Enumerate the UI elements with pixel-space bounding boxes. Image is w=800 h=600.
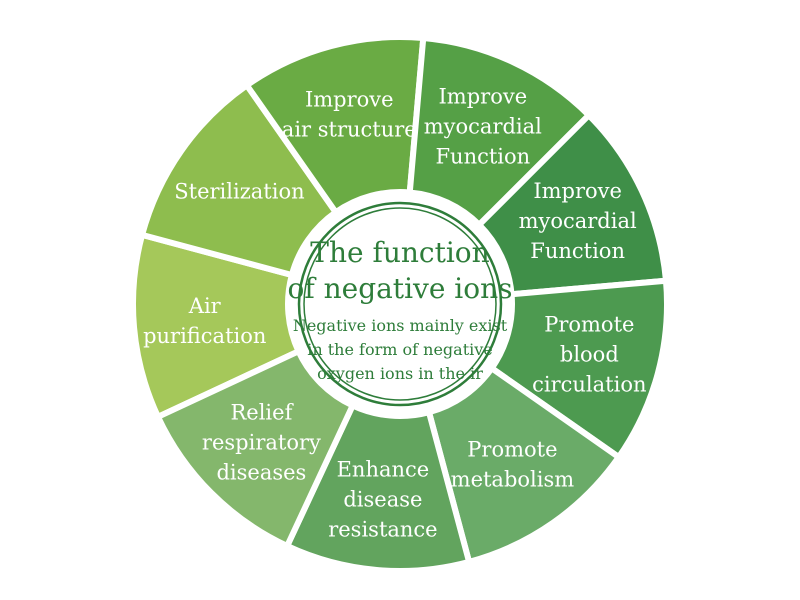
segment-label-line: myocardial — [424, 114, 542, 138]
center-ring-outer — [297, 201, 503, 407]
center-subtitle-line: in the form of negative — [307, 340, 493, 359]
segment-3 — [243, 34, 427, 216]
segment-label-line: circulation — [532, 373, 646, 397]
segment-4 — [406, 35, 592, 228]
segment-label-line: resistance — [328, 517, 437, 541]
segment-label-line: Air — [188, 294, 222, 318]
segment-label-line: Function — [530, 239, 625, 263]
center-subtitle: Negative ions mainly exist in the form of… — [293, 316, 508, 383]
segment-label-line: metabolism — [451, 468, 575, 492]
segment-label-line: Relief — [230, 401, 294, 425]
segment-label-line: purification — [143, 324, 266, 348]
center-ring-inner — [303, 207, 497, 401]
segment-label-6: Promote blood circulation — [532, 313, 646, 397]
segments-layer: Air purification Sterilization Improve air s… — [127, 31, 673, 577]
segment-8 — [284, 402, 473, 574]
segment-label-line: Promote — [467, 438, 557, 462]
segment-label-line: Enhance — [337, 457, 430, 481]
segment-label-line: Promote — [544, 313, 634, 337]
segment-label-line: Improve — [439, 84, 528, 108]
center-subtitle-line: oxygen ions in the ir — [317, 364, 483, 383]
center-title-line: of negative ions — [287, 272, 512, 305]
outer-rim — [127, 31, 673, 577]
segment-label-line: Function — [435, 144, 530, 168]
segment-label-line: disease — [343, 487, 422, 511]
segment-label-line: Sterilization — [174, 180, 304, 204]
segment-label-line: blood — [560, 343, 619, 367]
segment-6 — [488, 277, 670, 461]
segment-7 — [425, 365, 622, 565]
segment-label-line: Improve — [533, 179, 622, 203]
center-subtitle-line: Negative ions mainly exist — [293, 316, 508, 335]
segment-label-3: Improve air structure — [282, 88, 417, 142]
segment-9 — [155, 348, 356, 549]
center-title-line: The function — [310, 236, 489, 269]
segment-2 — [139, 82, 339, 279]
segment-label-2: Sterilization — [174, 180, 304, 204]
segment-label-7: Promote metabolism — [451, 438, 575, 492]
segment-label-line: air structure — [282, 118, 417, 142]
segment-label-line: myocardial — [519, 209, 637, 233]
segment-1 — [130, 231, 302, 420]
segment-5 — [476, 112, 669, 298]
segment-label-line: Improve — [305, 88, 394, 112]
segment-label-1: Air purification — [143, 294, 266, 348]
segment-label-8: Enhance disease resistance — [328, 457, 437, 541]
segment-label-line: respiratory — [202, 431, 321, 455]
segment-label-line: diseases — [216, 461, 306, 485]
center-circle — [291, 195, 509, 413]
segment-label-9: Relief respiratory diseases — [202, 401, 321, 485]
